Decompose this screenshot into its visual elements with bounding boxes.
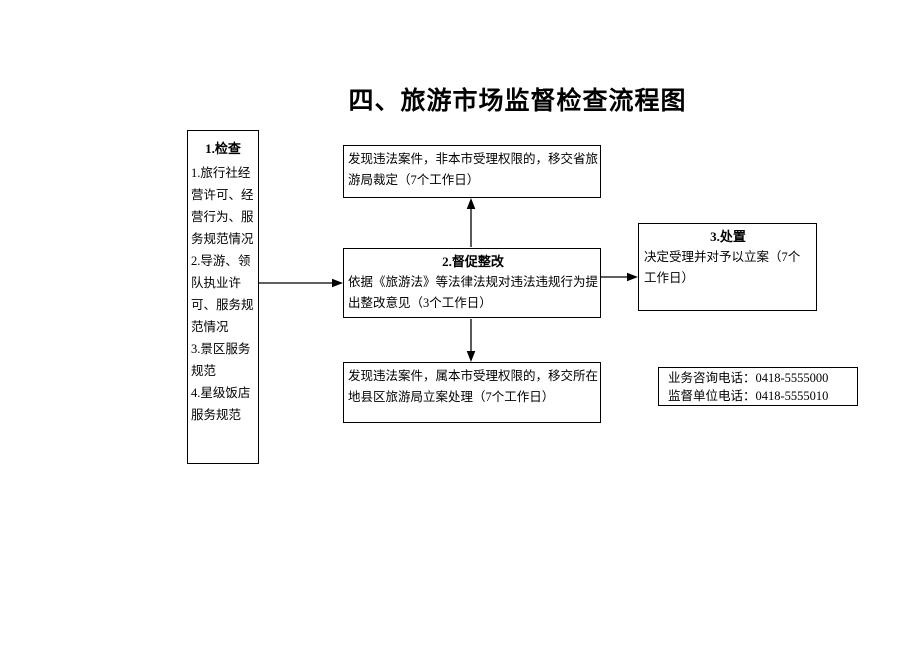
county-referral-box: 发现违法案件，属本市受理权限的，移交所在地县区旅游局立案处理（7个工作日） bbox=[343, 362, 601, 423]
check-box: 1.检查 1.旅行社经营许可、经营行为、服务规范情况 2.导游、领队执业许可、服… bbox=[187, 130, 259, 464]
contact-box: 业务咨询电话：0418-5555000 监督单位电话：0418-5555010 bbox=[658, 367, 858, 406]
dispose-box-body: 决定受理并对予以立案（7个工作日） bbox=[644, 250, 801, 285]
province-referral-text: 发现违法案件，非本市受理权限的，移交省旅游局裁定（7个工作日） bbox=[348, 152, 599, 187]
arrow-rectify-to-province bbox=[466, 198, 476, 247]
rectify-box-body: 依据《旅游法》等法律法规对违法违规行为提出整改意见（3个工作日） bbox=[348, 275, 599, 310]
rectify-box: 2.督促整改 依据《旅游法》等法律法规对违法违规行为提出整改意见（3个工作日） bbox=[343, 248, 601, 318]
contact-line: 监督单位电话：0418-5555010 bbox=[668, 389, 829, 403]
check-box-item: 1.旅行社经营许可、经营行为、服务规范情况 bbox=[191, 166, 254, 246]
check-box-item: 4.星级饭店服务规范 bbox=[191, 386, 251, 422]
county-referral-text: 发现违法案件，属本市受理权限的，移交所在地县区旅游局立案处理（7个工作日） bbox=[348, 369, 599, 404]
check-box-item: 2.导游、领队执业许可、服务规范情况 bbox=[191, 254, 254, 334]
arrow-rectify-to-dispose bbox=[601, 272, 638, 282]
check-box-item: 3.景区服务规范 bbox=[191, 342, 251, 378]
province-referral-box: 发现违法案件，非本市受理权限的，移交省旅游局裁定（7个工作日） bbox=[343, 145, 601, 198]
page-title: 四、旅游市场监督检查流程图 bbox=[348, 88, 687, 115]
dispose-box: 3.处置 决定受理并对予以立案（7个工作日） bbox=[638, 223, 817, 311]
rectify-box-heading: 2.督促整改 bbox=[442, 254, 504, 269]
dispose-box-heading: 3.处置 bbox=[710, 229, 746, 244]
arrow-check-to-rectify bbox=[259, 278, 343, 288]
arrow-rectify-to-county bbox=[466, 319, 476, 362]
contact-line: 业务咨询电话：0418-5555000 bbox=[668, 371, 829, 385]
check-box-heading: 1.检查 bbox=[205, 141, 241, 156]
